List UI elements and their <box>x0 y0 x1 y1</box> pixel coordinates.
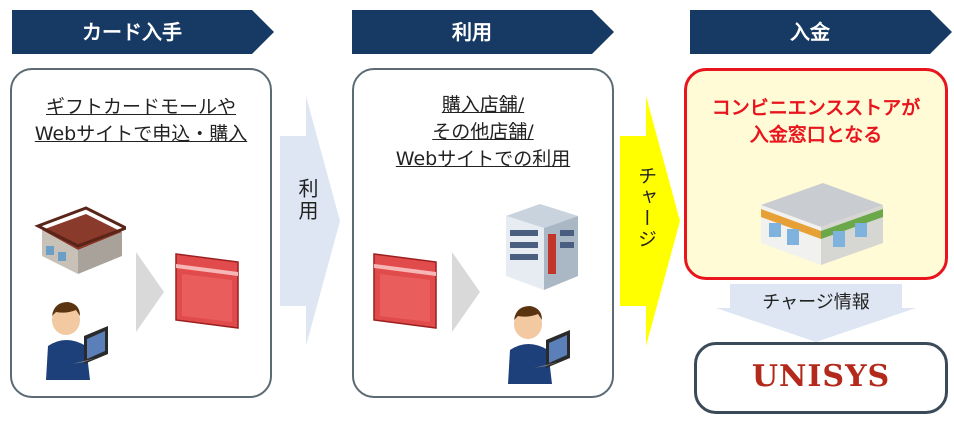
unisys-logo: UNISYS <box>751 359 891 394</box>
header-arrow-shape <box>352 10 614 54</box>
flow-arrow-charge <box>620 96 680 346</box>
gift-card-icon <box>373 253 437 329</box>
panel-card-acquire: ギフトカードモールや Webサイトで申込・購入 <box>10 68 272 398</box>
header-label: カード入手 <box>82 20 182 44</box>
panel-text-line: Webサイトで申込・購入 <box>34 123 248 145</box>
person-laptop-icon <box>508 306 570 384</box>
step-header-deposit: 入金 <box>690 10 952 54</box>
panel-text-line: Webサイトでの利用 <box>395 148 571 170</box>
panel-description: ギフトカードモールや Webサイトで申込・購入 <box>12 94 270 148</box>
flow-chevron-icon <box>136 252 164 332</box>
flow-arrow-charge-info <box>716 284 916 342</box>
store-building-icon <box>34 206 126 274</box>
highlight-text-line: 入金窓口となる <box>749 124 883 146</box>
department-store-icon <box>506 204 578 290</box>
panel-description: 購入店舗/ その他店舗/ Webサイトでの利用 <box>354 92 612 173</box>
arrow-label-usage: 利用 <box>295 178 319 222</box>
person-laptop-icon <box>46 302 108 380</box>
header-arrow-shape <box>12 10 274 54</box>
panel-deposit: コンビニエンスストアが 入金窓口となる <box>684 68 948 280</box>
panel-unisys: UNISYS <box>694 342 948 414</box>
flow-chevron-icon <box>452 252 480 332</box>
step-header-usage: 利用 <box>352 10 614 54</box>
panel-usage: 購入店舗/ その他店舗/ Webサイトでの利用 <box>352 68 614 398</box>
panel-description: コンビニエンスストアが 入金窓口となる <box>687 95 945 149</box>
step-header-card-acquire: カード入手 <box>12 10 274 54</box>
flow-arrow-usage <box>280 96 340 346</box>
highlight-text-line: コンビニエンスストアが <box>711 97 921 119</box>
panel-text-line: その他店舗/ <box>432 121 534 143</box>
header-label: 利用 <box>452 20 492 44</box>
convenience-store-icon <box>761 183 883 265</box>
header-label: 入金 <box>790 20 830 44</box>
panel-text-line: 購入店舗/ <box>441 94 525 116</box>
arrow-label-charge-info: チャージ情報 <box>762 292 870 313</box>
panel-text-line: ギフトカードモールや <box>45 96 236 118</box>
arrow-label-charge: チャージ <box>635 166 657 250</box>
gift-card-icon <box>175 253 239 329</box>
header-arrow-shape <box>690 10 952 54</box>
